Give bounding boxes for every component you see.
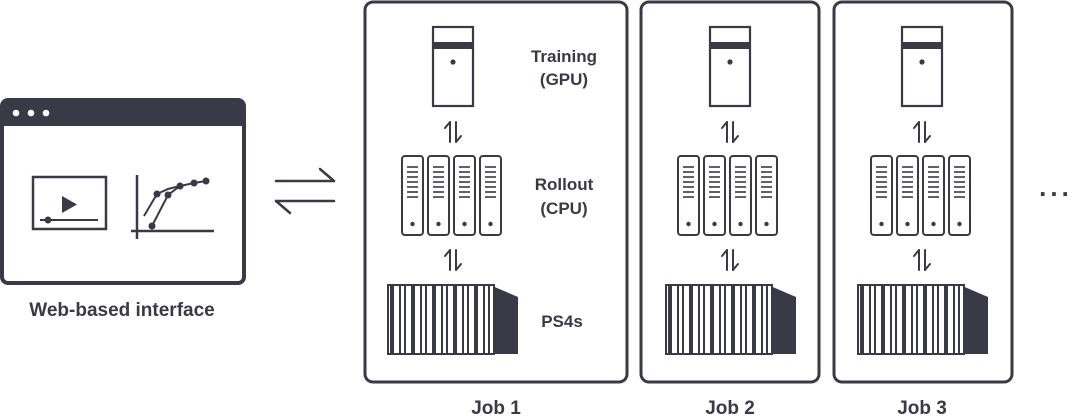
browser-window-icon bbox=[0, 98, 246, 285]
job3-panel bbox=[832, 0, 1014, 384]
job2-label: Job 2 bbox=[705, 398, 755, 416]
job1-panel bbox=[363, 0, 629, 384]
job3-gpu-cpu-arrows-icon bbox=[913, 121, 931, 143]
exchange-arrows-icon bbox=[274, 167, 336, 215]
job3-ps4-console-bank-icon bbox=[857, 284, 988, 355]
job1-gpu-server-icon bbox=[431, 25, 475, 108]
ps4-label: PS4s bbox=[541, 312, 583, 331]
job3-cpu-ps4-arrows-icon bbox=[913, 249, 931, 271]
interface-label: Web-based interface bbox=[29, 300, 214, 321]
job2-cpu-server-rack-icon bbox=[677, 155, 778, 236]
job1-cpu-server-rack-icon bbox=[401, 155, 502, 236]
job2-ps4-console-bank-icon bbox=[665, 284, 796, 355]
job2-cpu-ps4-arrows-icon bbox=[721, 249, 739, 271]
rollout-label: Rollout bbox=[535, 175, 594, 194]
job1-cpu-ps4-arrows-icon bbox=[444, 249, 462, 271]
job3-label: Job 3 bbox=[897, 398, 947, 416]
job2-gpu-server-icon bbox=[708, 25, 752, 108]
more-jobs-indicator: ... bbox=[1039, 172, 1073, 202]
job3-gpu-server-icon bbox=[900, 25, 944, 108]
learning-curve-icon bbox=[131, 175, 214, 239]
job1-label: Job 1 bbox=[471, 398, 521, 416]
job3-cpu-server-rack-icon bbox=[870, 155, 971, 236]
job1-gpu-cpu-arrows-icon bbox=[444, 121, 462, 143]
video-player-icon bbox=[31, 175, 108, 231]
rollout-sublabel: (CPU) bbox=[540, 199, 587, 218]
job1-ps4-console-bank-icon bbox=[387, 284, 518, 355]
job2-panel bbox=[639, 0, 821, 384]
training-sublabel: (GPU) bbox=[540, 70, 588, 89]
training-label: Training bbox=[531, 47, 597, 66]
job2-gpu-cpu-arrows-icon bbox=[721, 121, 739, 143]
